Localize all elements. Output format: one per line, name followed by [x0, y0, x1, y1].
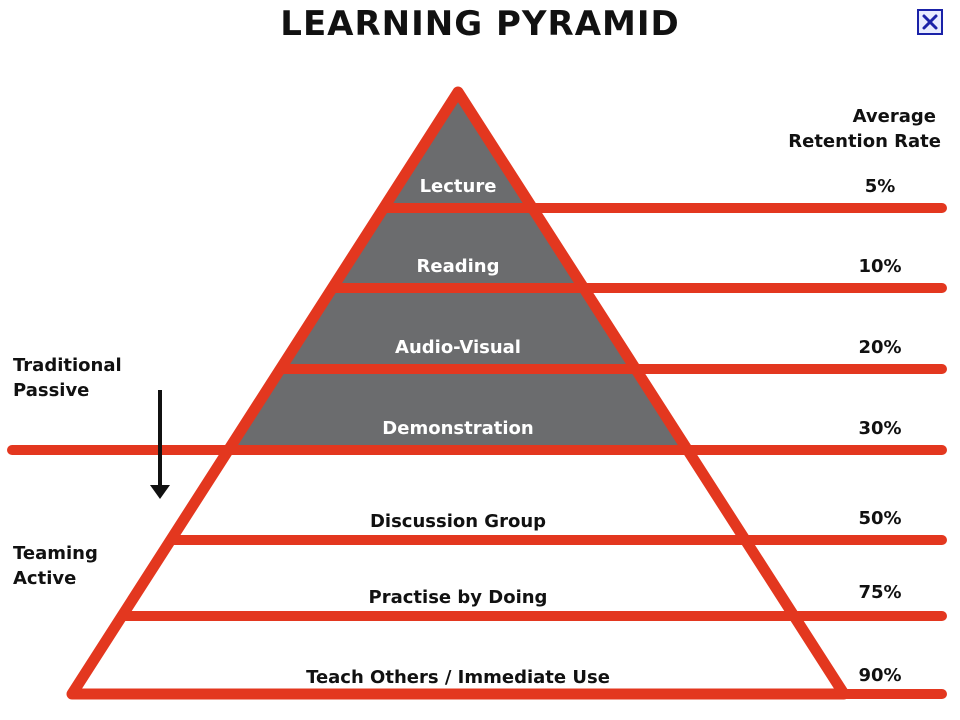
retention-rate-4: 30%	[858, 418, 901, 439]
retention-rate-3: 20%	[858, 337, 901, 358]
pyramid-level-2-fill	[332, 208, 584, 288]
active-group-label-line2: Active	[13, 568, 76, 589]
close-button[interactable]	[917, 9, 943, 35]
retention-rate-1: 5%	[865, 176, 896, 197]
down-arrow-icon	[150, 390, 170, 499]
pyramid-level-4-fill	[228, 369, 688, 450]
level-label-7: Teach Others / Immediate Use	[306, 667, 610, 688]
active-group-label-line1: Teaming	[13, 543, 98, 564]
retention-rate-5: 50%	[858, 508, 901, 529]
level-label-1: Lecture	[420, 176, 497, 197]
retention-rate-6: 75%	[858, 582, 901, 603]
passive-group-label-line2: Passive	[13, 380, 89, 401]
page-title: LEARNING PYRAMID	[280, 4, 680, 44]
level-label-3: Audio-Visual	[395, 337, 521, 358]
level-label-4: Demonstration	[382, 418, 533, 439]
retention-header-line1: Average	[853, 106, 936, 127]
close-icon	[922, 14, 938, 30]
level-label-6: Practise by Doing	[369, 587, 548, 608]
pyramid-level-1-fill	[383, 92, 533, 208]
retention-rate-2: 10%	[858, 256, 901, 277]
level-label-5: Discussion Group	[370, 511, 546, 532]
retention-rate-7: 90%	[858, 665, 901, 686]
pyramid-level-3-fill	[280, 288, 636, 369]
passive-group-label-line1: Traditional	[13, 355, 122, 376]
level-label-2: Reading	[417, 256, 500, 277]
retention-header-line2: Retention Rate	[788, 131, 941, 152]
